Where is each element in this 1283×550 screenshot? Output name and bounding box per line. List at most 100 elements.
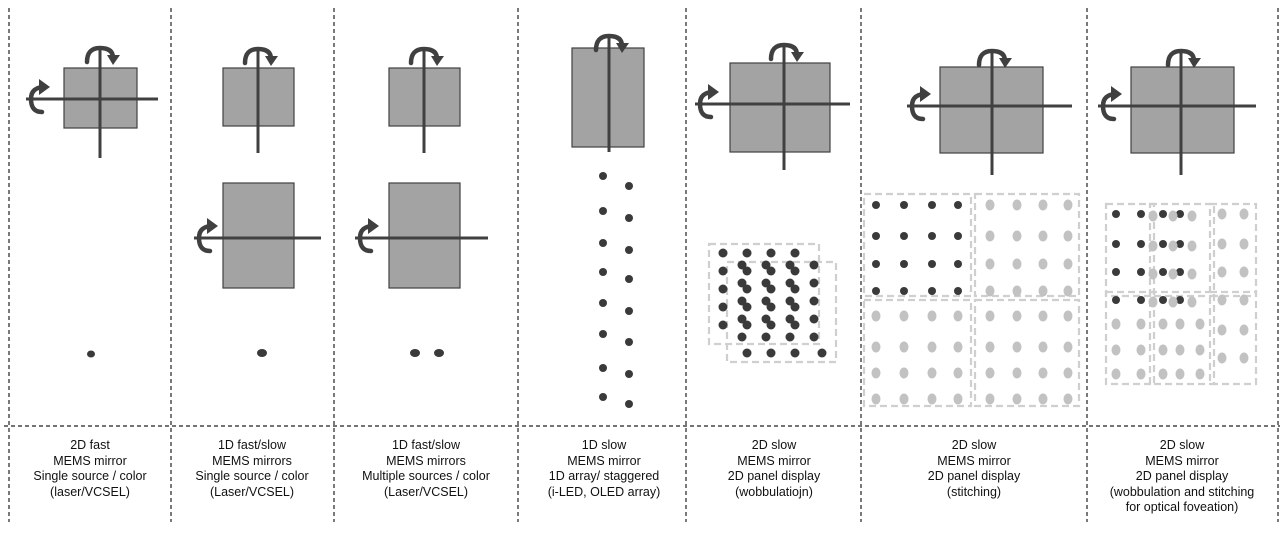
pixel-dot [809, 260, 819, 270]
ghost-pixel-dot [1217, 208, 1227, 220]
pixel-dot [766, 320, 776, 330]
ghost-pixel-dot [1217, 352, 1227, 364]
emitter-dot [599, 268, 607, 276]
rotation-arrow-icon [357, 223, 377, 254]
ghost-pixel-dot [1239, 266, 1249, 278]
pixel-dot [785, 260, 795, 270]
pixel-dot [872, 232, 880, 240]
pixel-dot [737, 314, 747, 324]
ghost-pixel-dot [1239, 352, 1249, 364]
ghost-pixel-dot [1038, 258, 1048, 270]
pixel-dot [809, 296, 819, 306]
pixel-dot [1112, 240, 1120, 248]
rotation-arrow-icon [408, 46, 440, 66]
pixel-dot [1176, 268, 1184, 276]
subframe-outline [1104, 290, 1156, 386]
pixel-dot [790, 284, 800, 294]
ghost-pixel-dot [1012, 285, 1022, 297]
ghost-pixel-dot [953, 367, 963, 379]
ghost-pixel-dot [1012, 230, 1022, 242]
pixel-dot [817, 348, 827, 358]
pixel-dot [900, 260, 908, 268]
ghost-pixel-dot [899, 393, 909, 405]
arrow-head-icon [1188, 58, 1201, 68]
rotation-arrow-icon [909, 91, 929, 122]
caption-line: (wobbulatiojn) [735, 484, 813, 499]
ghost-pixel-dot [1217, 238, 1227, 250]
pixel-dot [1176, 210, 1184, 218]
caption-line: 2D panel display [1135, 469, 1229, 483]
pixel-dot [785, 332, 795, 342]
caption-line: 1D fast/slow [391, 438, 461, 452]
arrow-head-icon [920, 86, 931, 102]
rotation-arrow-icon [976, 48, 1008, 68]
emitter-dot [625, 370, 633, 378]
ghost-pixel-dot [1063, 199, 1073, 211]
pixel-dot [742, 320, 752, 330]
emitter-dot [599, 172, 607, 180]
ghost-pixel-dot [871, 310, 881, 322]
caption-line: (i-LED, OLED array) [547, 484, 661, 499]
ghost-pixel-dot [1063, 230, 1073, 242]
ghost-pixel-dot [1148, 268, 1158, 280]
pixel-dot [1112, 296, 1120, 304]
ghost-pixel-dot [1136, 368, 1146, 380]
pixel-dot [737, 278, 747, 288]
caption-col3: 1D fast/slow MEMS mirrors Multiple sourc… [336, 438, 516, 500]
ghost-pixel-dot [1148, 296, 1158, 308]
ghost-pixel-dot [1136, 344, 1146, 356]
sources [87, 172, 1258, 408]
caption-line: MEMS mirror [737, 453, 811, 468]
arrow-head-icon [431, 56, 444, 66]
ghost-pixel-dot [1063, 393, 1073, 405]
pixel-dot [718, 284, 728, 294]
ghost-pixel-dot [1148, 240, 1158, 252]
pixel-dot [954, 287, 962, 295]
caption-line: MEMS mirror [567, 453, 641, 468]
arrow-head-icon [207, 218, 218, 234]
pixel-dot [1159, 240, 1167, 248]
ghost-pixel-dot [1239, 238, 1249, 250]
ghost-pixel-dot [1175, 344, 1185, 356]
ghost-pixel-dot [1038, 310, 1048, 322]
ghost-pixel-dot [927, 393, 937, 405]
ghost-pixel-dot [1063, 258, 1073, 270]
ghost-pixel-dot [1195, 318, 1205, 330]
ghost-pixel-dot [1012, 199, 1022, 211]
ghost-pixel-dot [871, 393, 881, 405]
ghost-pixel-dot [1195, 344, 1205, 356]
subframe-outline [862, 298, 973, 408]
rotation-arrow-icon [28, 84, 48, 115]
ghost-pixel-dot [1239, 294, 1249, 306]
emitter-dot [625, 338, 633, 346]
emitter-dot [599, 393, 607, 401]
rotation-arrow-icon [242, 46, 274, 66]
subframe-outline [973, 298, 1081, 408]
pixel-dot [737, 332, 747, 342]
caption-col6: 2D slow MEMS mirror 2D panel display (st… [862, 438, 1086, 500]
emitter-dot [625, 246, 633, 254]
ghost-pixel-dot [985, 393, 995, 405]
pixel-dot [928, 201, 936, 209]
emitter-dot [599, 299, 607, 307]
pixel-dot [785, 314, 795, 324]
ghost-pixel-dot [1038, 341, 1048, 353]
ghost-pixel-dot [1158, 368, 1168, 380]
subframe-outline [1148, 202, 1216, 298]
arrow-head-icon [1111, 86, 1122, 102]
rotation-arrow-icon [593, 33, 625, 53]
pixel-dot [872, 260, 880, 268]
arrow-head-icon [616, 43, 629, 53]
ghost-pixel-dot [985, 258, 995, 270]
caption-line: Multiple sources / color [362, 469, 490, 483]
pixel-dot [954, 260, 962, 268]
ghost-pixel-dot [1012, 310, 1022, 322]
pixel-dot [790, 320, 800, 330]
caption-line: MEMS mirror [937, 453, 1011, 468]
pixel-dot [809, 314, 819, 324]
caption-line: Single source / color [33, 469, 147, 483]
caption-line: (laser/VCSEL) [50, 484, 130, 499]
ghost-pixel-dot [871, 367, 881, 379]
caption-line: 1D slow [581, 438, 627, 452]
ghost-pixel-dot [1187, 210, 1197, 222]
